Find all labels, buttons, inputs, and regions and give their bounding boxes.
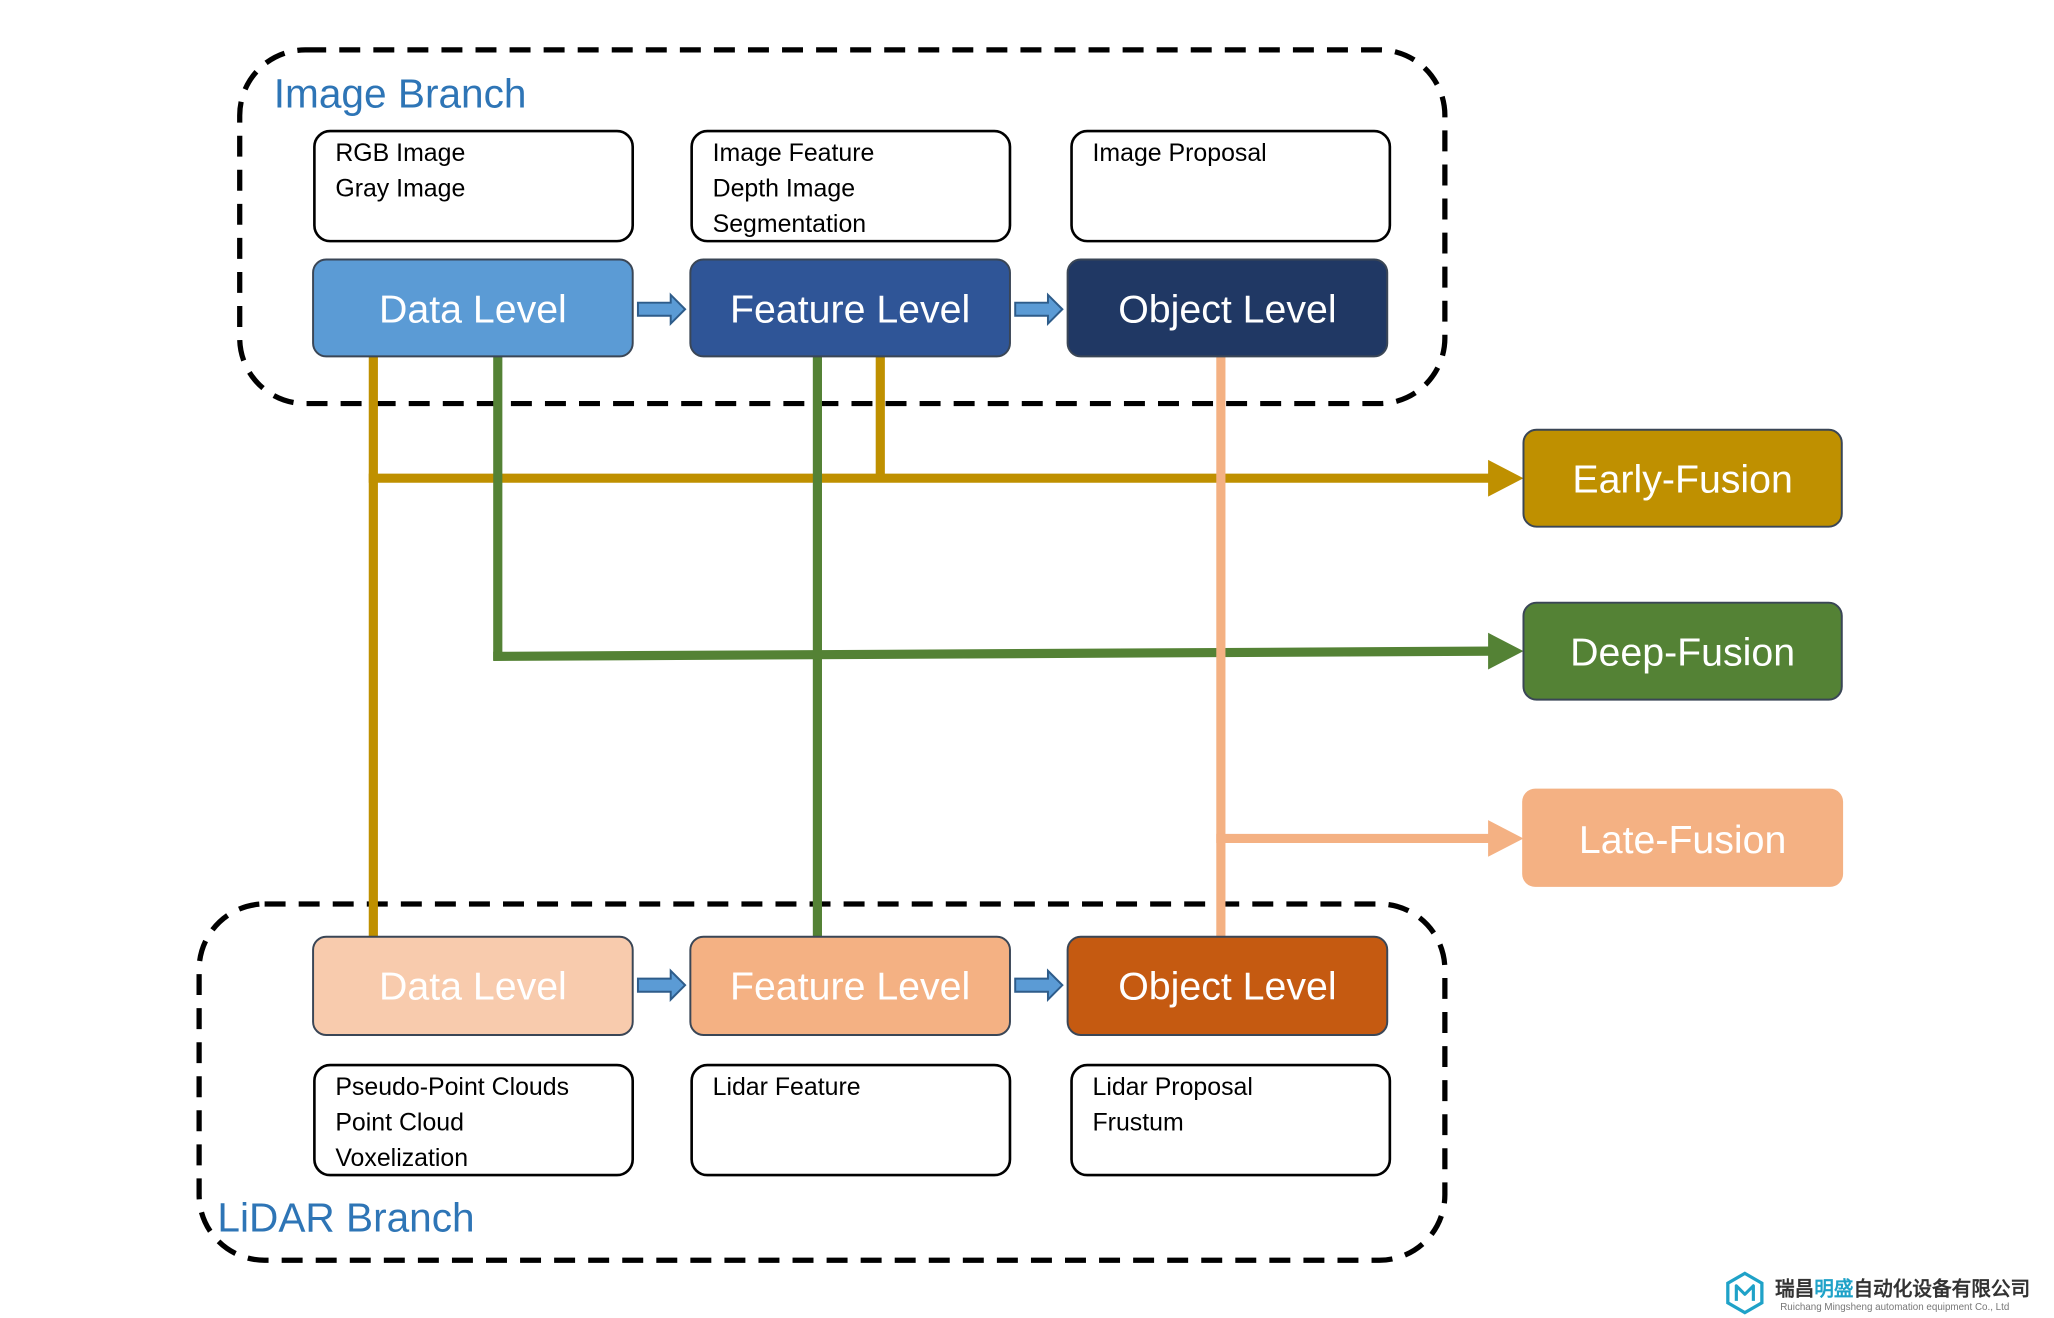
image-info-line: Image Proposal [1092,139,1266,167]
image-object-level-box [1066,258,1389,358]
deep-fusion-arrowhead [1488,632,1524,670]
lidar-info-line: Frustum [1092,1109,1183,1137]
image-feature-level-box [689,258,1011,358]
lidar-info-box-data: Pseudo-Point Clouds Point Cloud Voxeliza… [313,1063,635,1177]
image-info-box-feature-frame [690,129,1012,243]
company-name-part: 自动化设备有限公司 [1853,1278,2030,1301]
company-logo: 瑞昌明盛自动化设备有限公司 Ruichang Mingsheng automat… [1726,1271,2030,1315]
deep-fusion-node: Deep-Fusion [1522,601,1843,701]
deep-fusion-line-horizontal [493,646,1494,661]
image-feature-level: Feature Level [689,258,1011,358]
early-fusion-box [1522,428,1843,528]
lidar-info-line: Point Cloud [335,1109,464,1137]
lidar-data-level: Data Level [312,935,634,1036]
lidar-info-box-object-frame [1070,1063,1392,1177]
image-info-box-object-frame [1070,129,1392,243]
image-object-level-label: Object Level [1118,287,1336,331]
lidar-feature-level-label: Feature Level [730,965,970,1009]
image-feature-level-label: Feature Level [730,287,970,331]
image-info-box-data-frame [313,129,635,243]
image-info-line: Depth Image [713,175,855,203]
image-object-level: Object Level [1066,258,1389,358]
late-fusion-connectors [1216,353,1524,940]
image-info-box-object: Image Proposal [1070,129,1392,243]
image-data-level-box [312,258,634,358]
company-name-en: Ruichang Mingsheng automation equipment … [1780,1302,2009,1313]
deep-fusion-box [1522,601,1843,701]
lidar-feature-level: Feature Level [689,935,1011,1036]
logo-m-mark-icon [1734,1284,1755,1301]
image-info-box-data: RGB Image Gray Image [313,129,635,243]
lidar-data-level-box [312,935,634,1036]
lidar-info-line: Lidar Feature [713,1073,861,1101]
lidar-data-to-feature-arrow [636,968,687,1002]
early-fusion-connectors [368,353,1524,940]
company-name-accent: 明盛 [1814,1278,1854,1301]
image-info-line: Gray Image [335,175,465,203]
image-branch-title: Image Branch [274,71,527,117]
early-fusion-arrowhead [1488,459,1524,497]
deep-fusion-label: Deep-Fusion [1570,631,1795,675]
lidar-info-box-data-frame [313,1063,635,1177]
late-fusion-box [1522,788,1844,887]
lidar-object-level-box [1066,935,1389,1036]
image-data-level-label: Data Level [379,287,567,331]
image-data-level: Data Level [312,258,634,358]
lidar-info-box-feature: Lidar Feature [690,1063,1012,1177]
lidar-info-line: Lidar Proposal [1092,1073,1252,1101]
lidar-feature-level-box [689,935,1011,1036]
image-info-box-feature: Image Feature Depth Image Segmentation [690,129,1012,243]
lidar-object-level: Object Level [1066,935,1389,1036]
late-fusion-node: Late-Fusion [1522,788,1844,887]
late-fusion-label: Late-Fusion [1579,818,1786,862]
hexagon-logo-icon [1726,1271,1764,1315]
company-name-cn: 瑞昌明盛自动化设备有限公司 [1775,1278,2030,1301]
image-feature-to-object-arrow [1014,292,1064,327]
image-info-line: Image Feature [713,139,875,167]
lidar-data-level-label: Data Level [379,965,567,1009]
lidar-info-box-object: Lidar Proposal Frustum [1070,1063,1392,1177]
deep-fusion-connectors [493,353,1524,940]
lidar-info-box-feature-frame [690,1063,1012,1177]
late-fusion-arrowhead [1488,820,1524,857]
early-fusion-label: Early-Fusion [1572,458,1792,502]
image-data-to-feature-arrow [636,292,687,327]
lidar-object-level-label: Object Level [1118,965,1336,1009]
lidar-branch-title: LiDAR Branch [217,1194,474,1240]
lidar-info-line: Voxelization [335,1144,468,1172]
lidar-feature-to-object-arrow [1014,968,1064,1002]
early-fusion-node: Early-Fusion [1522,428,1843,528]
lidar-info-line: Pseudo-Point Clouds [335,1073,569,1101]
image-info-line: Segmentation [713,210,867,238]
company-name-part: 瑞昌 [1775,1278,1814,1301]
image-info-line: RGB Image [335,139,465,167]
